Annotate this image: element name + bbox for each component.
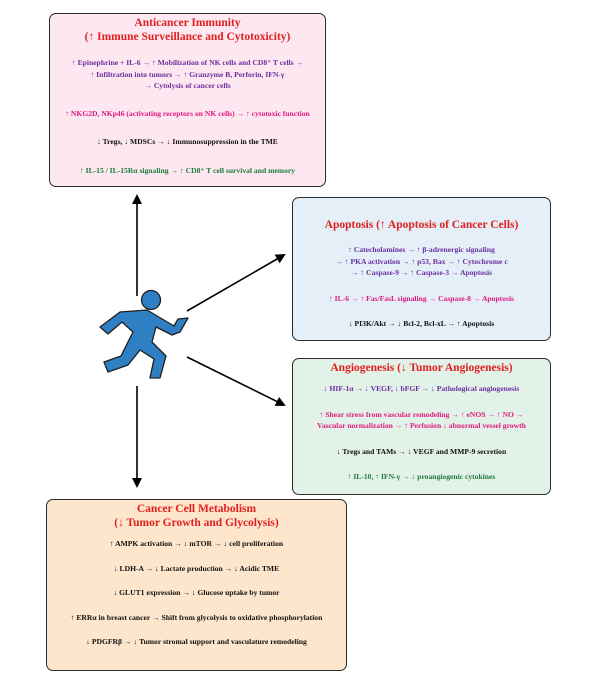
apoptosis-line: ↑ IL-6 → ↑ Fas/FasL signaling → Caspase-… [328,293,515,303]
immunity-title: Anticancer Immunity [134,17,241,29]
metabolism-line: ↓ PDGFRβ → ↓ Tumor stromal support and v… [86,637,307,646]
anticancer-immunity-box: Anticancer Immunity (↑ Immune Surveillan… [49,13,326,187]
angiogenesis-line: ↓ HIF-1α → ↓ VEGF, ↓ bFGF → ↓ Pathologic… [323,384,520,393]
angiogenesis-title: Angiogenesis (↓ Tumor Angiogenesis) [330,362,513,374]
immunity-line: ↑ IL-15 / IL-15Rα signaling → ↑ CD8⁺ T c… [79,165,296,175]
immunity-subtitle: (↑ Immune Surveillance and Cytotoxicity) [84,31,291,43]
apoptosis-box: Apoptosis (↑ Apoptosis of Cancer Cells) … [292,197,551,341]
angiogenesis-line: ↓ Tregs and TAMs → ↓ VEGF and MMP-9 secr… [336,446,507,456]
immunity-line: ↑ Epinephrine + IL-6 → ↑ Mobilization of… [71,58,304,67]
running-person-icon [99,289,189,379]
angiogenesis-line: Vascular normalization → ↑ Perfusion ↓ a… [317,421,526,430]
apoptosis-line: ↓ PI3K/Akt → ↓ Bcl-2, Bcl-xL → ↑ Apoptos… [348,319,495,328]
metabolism-subtitle: (↓ Tumor Growth and Glycolysis) [114,517,279,529]
apoptosis-line: → ↑ PKA activation → ↑ p53, Bax → ↑ Cyto… [335,256,508,266]
immunity-line: ↓ Tregs, ↓ MDSCs → ↓ Immunosuppression i… [97,137,278,146]
metabolism-line: ↓ GLUT1 expression → ↓ Glucose uptake by… [113,588,280,597]
arrow-to-apoptosis [186,254,286,312]
metabolism-line: ↓ LDH-A → ↓ Lactate production → ↓ Acidi… [113,563,280,573]
apoptosis-line: ↑ Catecholamines → ↑ β-adrenergic signal… [348,245,495,254]
immunity-line: ↑ Infiltration into tumors → ↑ Granzyme … [90,69,285,79]
metabolism-line: ↑ ERRα in breast cancer → Shift from gly… [70,612,323,622]
metabolism-title: Cancer Cell Metabolism [136,503,257,515]
angiogenesis-line: ↑ Shear stress from vascular remodeling … [319,409,524,419]
metabolism-line: ↑ AMPK activation → ↓ mTOR → ↓ cell prol… [109,539,284,548]
arrow-to-angiogenesis [186,356,286,406]
apoptosis-title: Apoptosis (↑ Apoptosis of Cancer Cells) [324,219,519,231]
apoptosis-line: → ↑ Caspase-9 → ↑ Caspase-3 → Apoptosis [350,268,493,277]
angiogenesis-box: Angiogenesis (↓ Tumor Angiogenesis) ↓ HI… [292,358,551,495]
immunity-line: ↑ NKG2D, NKp46 (activating receptors on … [65,108,310,118]
immunity-line: → Cytolysis of cancer cells [144,81,231,90]
angiogenesis-line: ↑ IL-10, ↑ IFN-γ → ↓ proangiogenic cytok… [347,472,496,481]
cancer-metabolism-box: Cancer Cell Metabolism (↓ Tumor Growth a… [46,499,347,671]
